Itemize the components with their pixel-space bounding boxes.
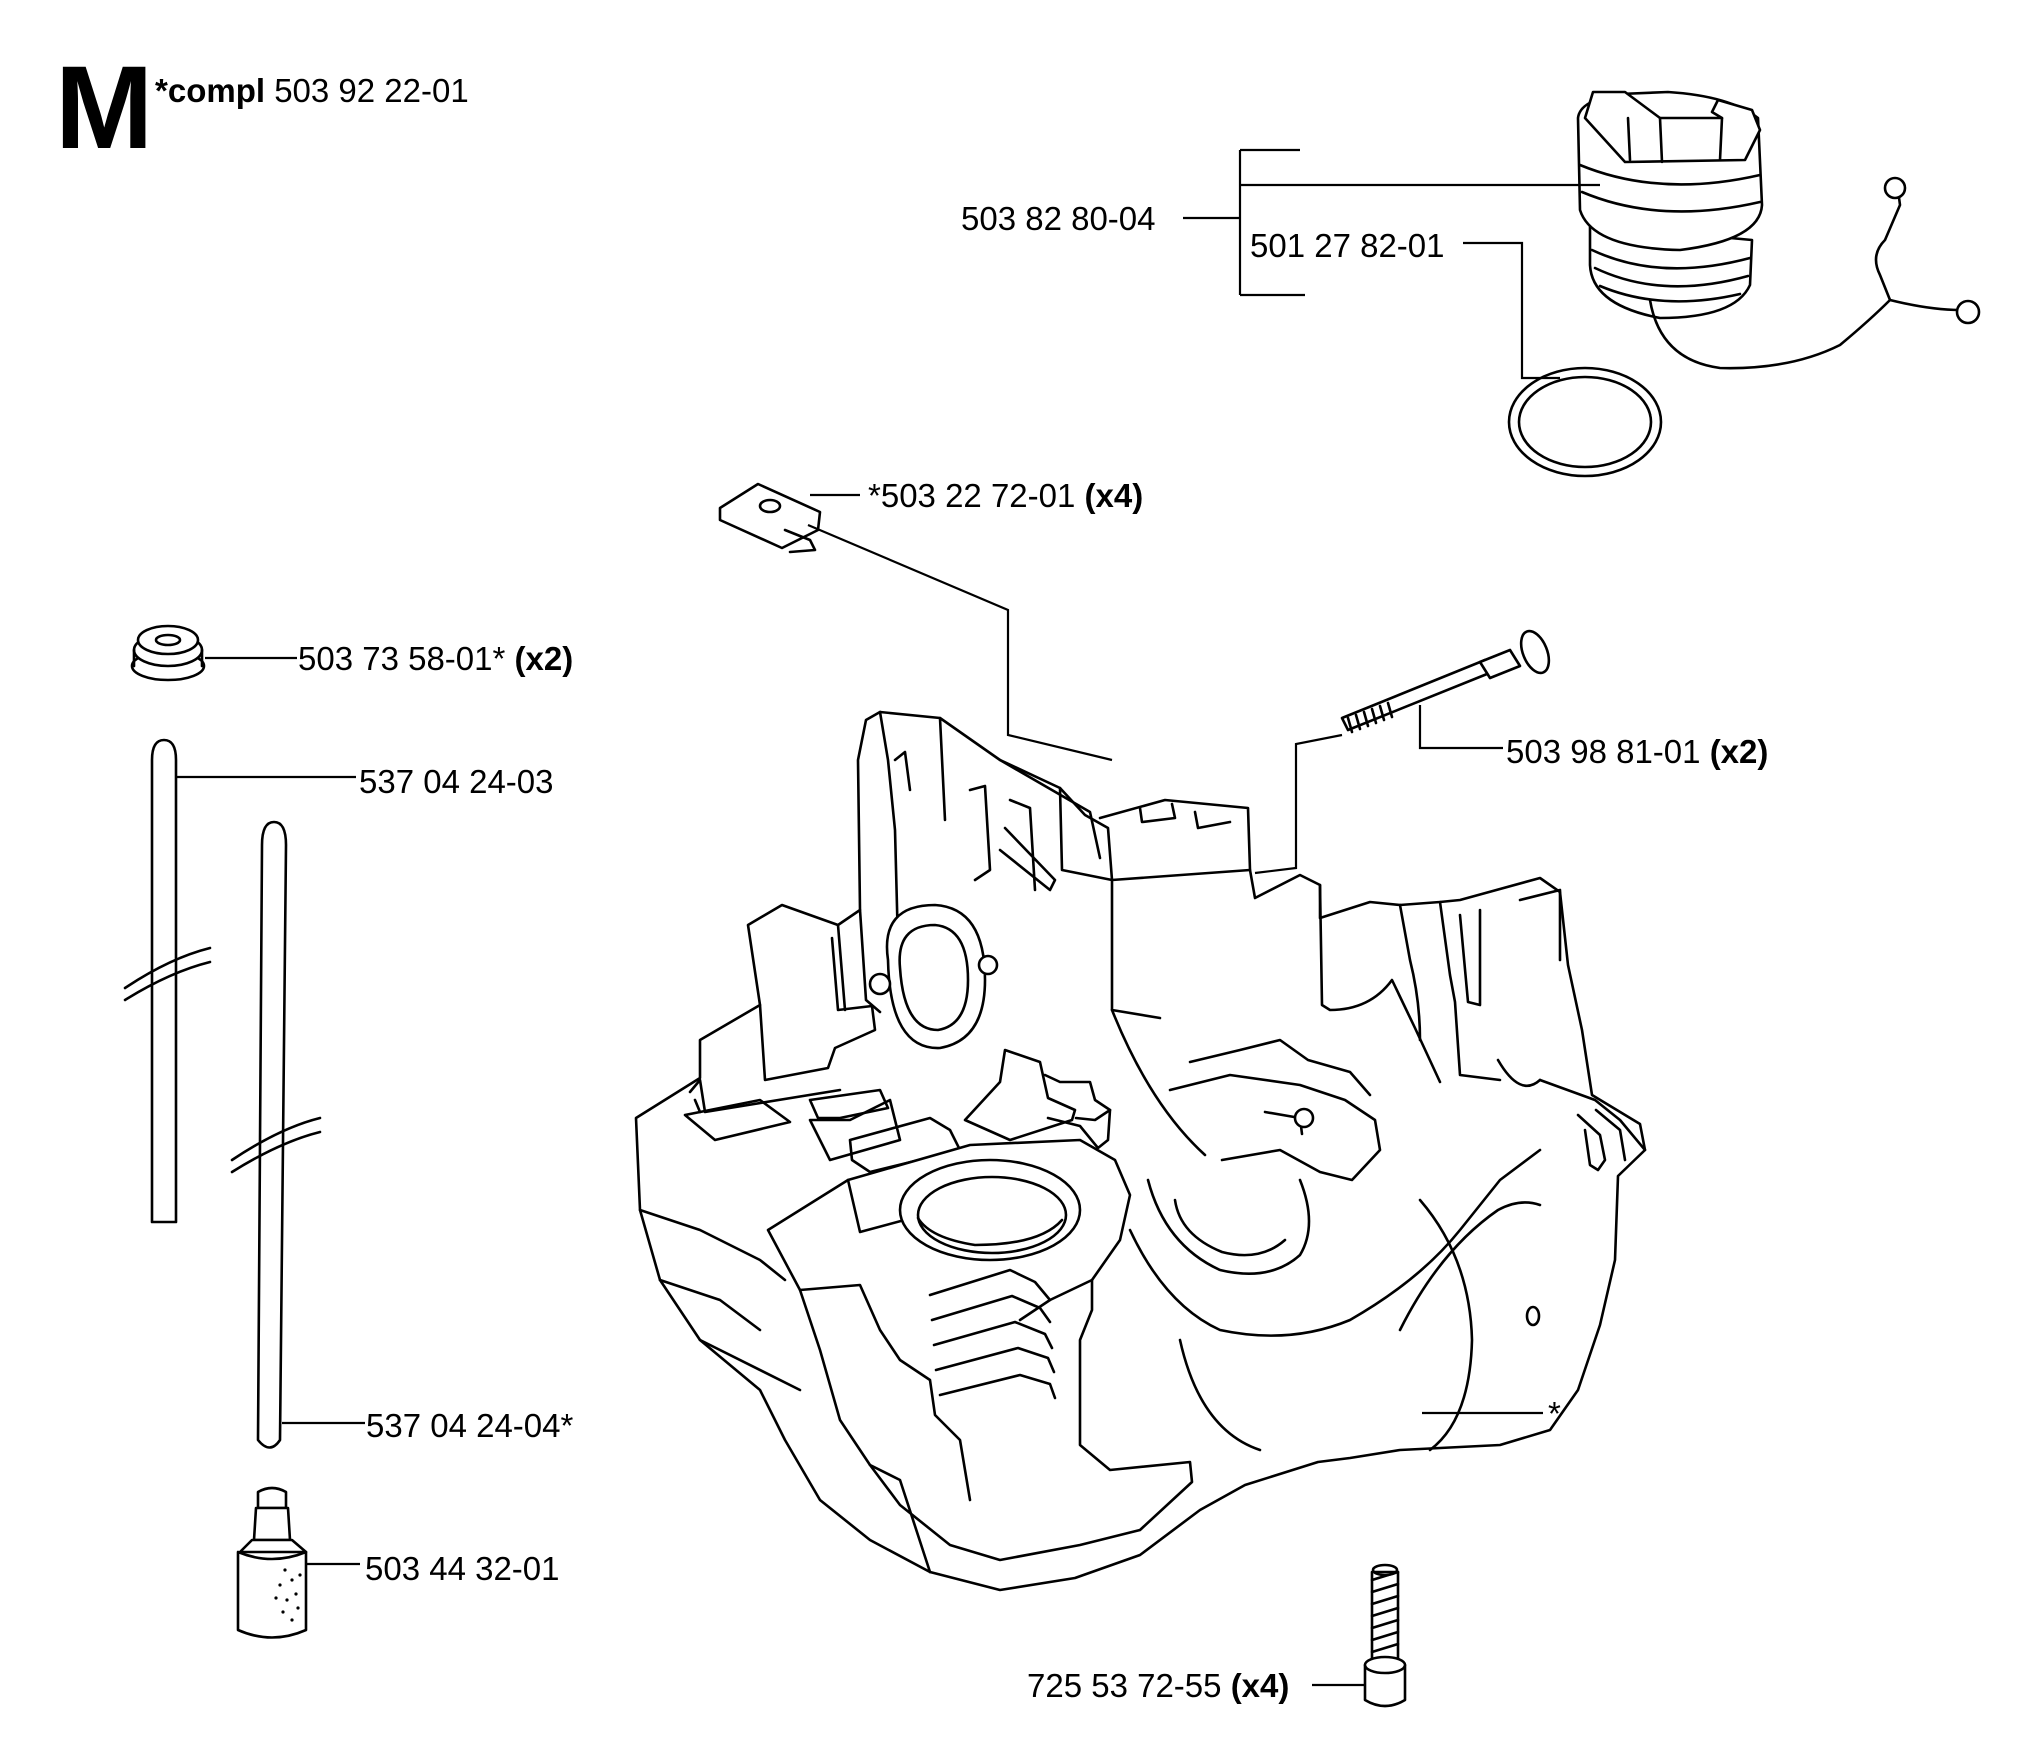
section-letter: M xyxy=(55,42,153,174)
o-ring-drawing xyxy=(1507,366,1663,478)
label-crankcase-number: * xyxy=(1548,1395,1561,1432)
fuel-filter-drawing xyxy=(236,1486,308,1639)
compl-prefix: *compl xyxy=(155,72,265,109)
leader-lines xyxy=(176,148,1600,1687)
label-oil-cap: 503 82 80-04 xyxy=(961,200,1156,237)
crankcase-drawing xyxy=(634,710,1647,1592)
label-screw-qty: (x4) xyxy=(1231,1667,1290,1704)
label-hose-long-number: 537 04 24-04* xyxy=(366,1407,574,1444)
label-hose-short: 537 04 24-03 xyxy=(359,763,554,800)
label-hose-long: 537 04 24-04* xyxy=(366,1407,574,1444)
label-bolt-long-number: 503 98 81-01 xyxy=(1506,733,1701,770)
label-bolt-long: 503 98 81-01 (x2) xyxy=(1506,733,1768,770)
screw-drawing xyxy=(1363,1563,1407,1708)
label-fuel-filter: 503 44 32-01 xyxy=(365,1550,560,1587)
label-o-ring: 501 27 82-01 xyxy=(1250,227,1445,264)
compl-label: *compl 503 92 22-01 xyxy=(155,72,469,109)
label-grommet-qty: (x2) xyxy=(515,640,574,677)
label-grommet-number: 503 73 58-01* xyxy=(298,640,506,677)
hose-short-drawing xyxy=(123,738,212,1224)
label-o-ring-number: 501 27 82-01 xyxy=(1250,227,1445,264)
label-oil-cap-number: 503 82 80-04 xyxy=(961,200,1156,237)
label-crankcase: * xyxy=(1548,1395,1561,1432)
label-screw: 725 53 72-55 (x4) xyxy=(1027,1667,1289,1704)
label-fuel-filter-number: 503 44 32-01 xyxy=(365,1550,560,1587)
clip-drawing xyxy=(718,482,822,554)
label-clip-qty: (x4) xyxy=(1085,477,1144,514)
label-clip-number: *503 22 72-01 xyxy=(868,477,1075,514)
label-clip: *503 22 72-01 (x4) xyxy=(868,477,1143,514)
grommet-drawing xyxy=(130,624,206,682)
bolt-long-drawing xyxy=(1340,629,1551,734)
hose-long-drawing xyxy=(230,820,322,1449)
label-screw-number: 725 53 72-55 xyxy=(1027,1667,1222,1704)
label-grommet: 503 73 58-01* (x2) xyxy=(298,640,573,677)
label-hose-short-number: 537 04 24-03 xyxy=(359,763,554,800)
label-bolt-long-qty: (x2) xyxy=(1710,733,1769,770)
compl-number: 503 92 22-01 xyxy=(274,72,469,109)
oil-cap-drawing xyxy=(1576,90,1981,370)
